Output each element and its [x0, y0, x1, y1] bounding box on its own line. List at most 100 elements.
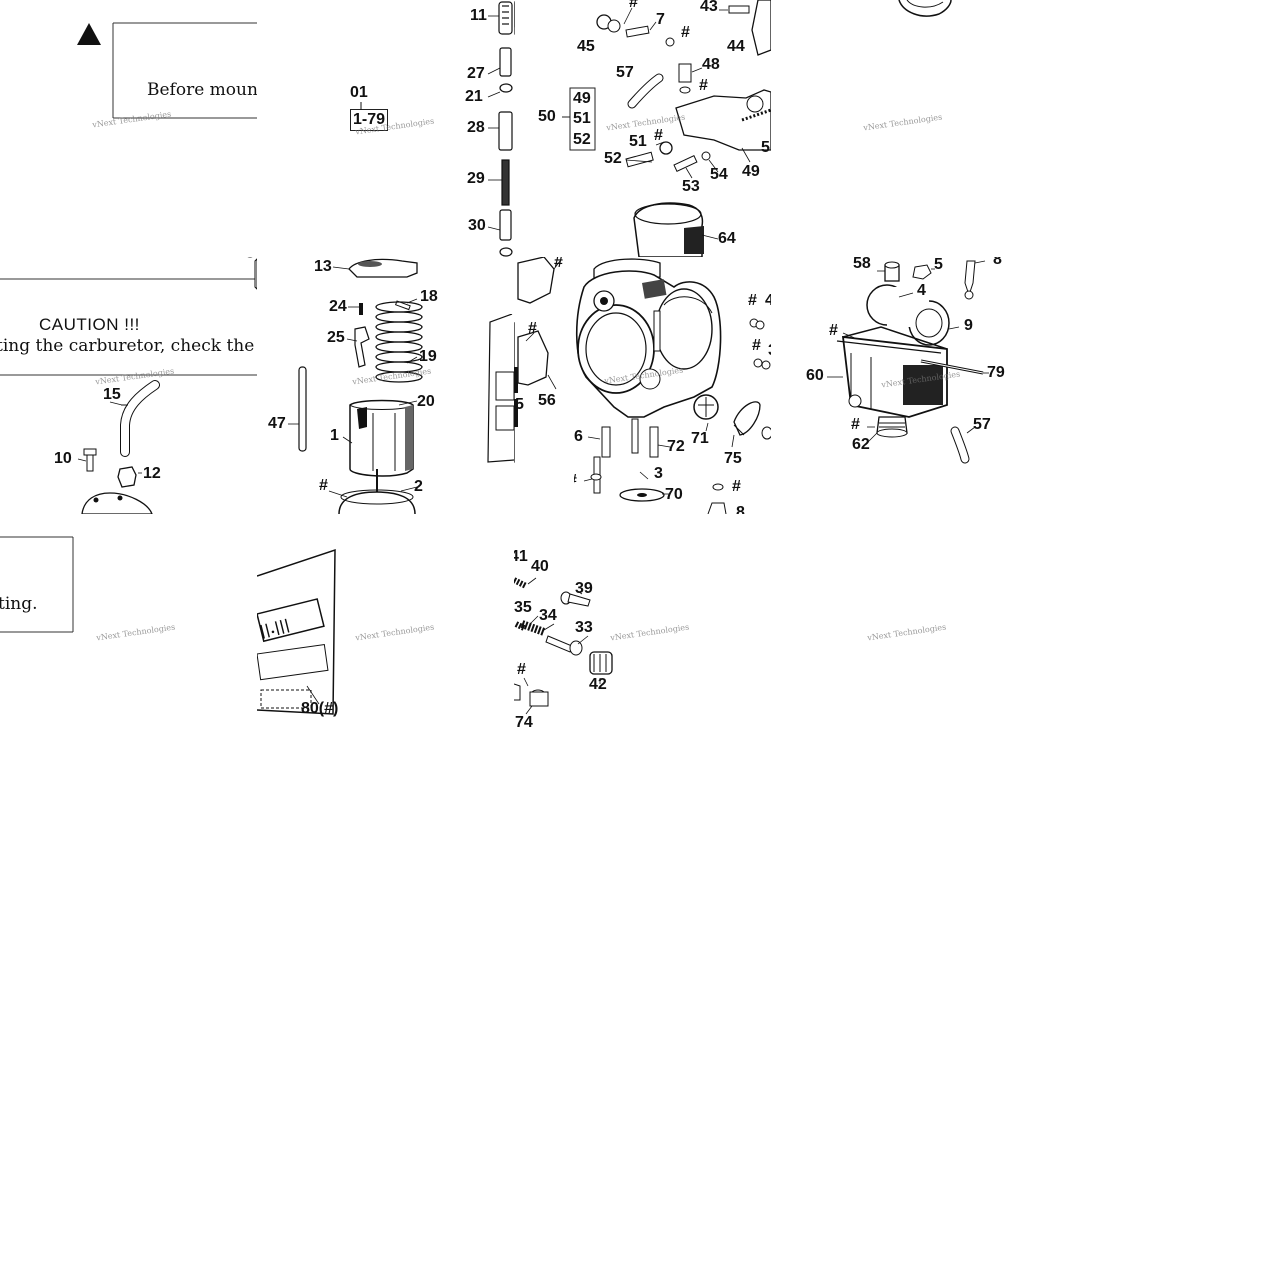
label-hash: #	[851, 416, 860, 433]
label-8: 8	[993, 257, 1002, 268]
caution-text-line3: ting.	[0, 594, 38, 614]
label-28: 28	[467, 119, 485, 136]
label-41: 41	[514, 548, 528, 565]
label-10: 10	[54, 450, 72, 467]
label-3b: 3	[654, 465, 663, 482]
group-label: 50	[538, 108, 556, 125]
label-hash: #	[517, 661, 526, 678]
caution-title: CAUTION !!!	[39, 315, 140, 334]
caution-text-line2: ting the carburetor, check the jett	[0, 336, 257, 356]
tile-float-bowl: 58 5 8 4 9 # 60 79 # 57 62 vNext Technol…	[771, 257, 1028, 514]
label-25: 25	[327, 329, 345, 346]
label-27: 27	[467, 65, 485, 82]
label-39: 39	[575, 580, 593, 597]
tile-caution-mid: CAUTION !!! ting the carburetor, check t…	[0, 257, 257, 514]
label-6: 6	[574, 428, 583, 445]
kit-range-box: 1-79	[350, 109, 389, 131]
label-57: 57	[973, 416, 991, 433]
label: #	[629, 0, 638, 11]
label-3: 3	[768, 343, 771, 359]
label: 5	[761, 139, 770, 156]
label-47: 47	[268, 415, 286, 432]
label-70: 70	[665, 486, 683, 503]
group-item: 51	[573, 110, 591, 127]
tile-caution-top: Before mount vNext Technologies	[0, 0, 257, 257]
kit-number: 01	[350, 84, 368, 101]
label-5: 5	[515, 396, 524, 413]
label-9: 9	[964, 317, 973, 334]
label-hash: #	[554, 257, 563, 271]
label-40: 40	[531, 558, 549, 575]
label-24: 24	[329, 298, 347, 315]
tile-body-left: # # 56 5	[514, 257, 574, 514]
label-18: 18	[420, 288, 438, 305]
label-hash: #	[752, 337, 761, 354]
label: 48	[702, 56, 720, 73]
label-19: 19	[419, 348, 437, 365]
label-13: 13	[314, 258, 332, 275]
caution-box-outline	[77, 22, 257, 119]
label: 45	[577, 38, 595, 55]
label: #	[654, 127, 663, 144]
label-5: 5	[934, 257, 943, 273]
label: 7	[656, 11, 665, 28]
label: 54	[710, 166, 728, 183]
plate-text: ||.|||	[258, 617, 291, 640]
label: #	[699, 77, 708, 94]
label-35: 35	[514, 599, 532, 616]
tile-slide-spring: 13 24 18 25 19 20 1 47 # 2 vNext Technol…	[257, 257, 514, 514]
label-hash: #	[574, 473, 577, 489]
label-4: 4	[765, 292, 771, 309]
label-12: 12	[143, 465, 161, 482]
label: 64	[718, 230, 736, 247]
tile-body-left-panel	[486, 314, 514, 464]
tile-empty: vNext Technologies	[771, 514, 1028, 771]
jet-parts-drawing	[514, 0, 771, 257]
label-hash: #	[829, 322, 838, 339]
label-72: 72	[667, 438, 685, 455]
label-80: 80(#)	[301, 700, 339, 717]
group-item: 49	[573, 90, 591, 107]
label: 49	[742, 163, 760, 180]
label-33: 33	[575, 619, 593, 636]
label-60: 60	[806, 367, 824, 384]
watermark: vNext Technologies	[866, 622, 947, 643]
label-21: 21	[465, 88, 483, 105]
tile-top-right: vNext Technologies	[771, 0, 1028, 257]
label-hash: #	[732, 478, 741, 495]
label-71: 71	[691, 430, 709, 447]
label: 51	[629, 133, 647, 150]
label-30: 30	[468, 217, 486, 234]
label-hash: #	[748, 292, 757, 309]
group-item: 52	[573, 131, 591, 148]
label-74: 74	[515, 714, 533, 731]
label-29: 29	[467, 170, 485, 187]
label-hash: #	[319, 477, 328, 494]
label-75: 75	[724, 450, 742, 467]
label: 43	[700, 0, 718, 15]
label-62: 62	[852, 436, 870, 453]
label: 53	[682, 178, 700, 195]
tile-idle-screws: 41 40 39 35 34 33 # 42 74 vNext Technolo…	[514, 514, 771, 771]
label-56: 56	[538, 392, 556, 409]
label-34: 34	[539, 607, 557, 624]
label-58: 58	[853, 257, 871, 272]
tile-main-body: # 4 # 3 6 72 71 75 3 70 # # 8 vNext Tech…	[574, 257, 771, 514]
label: 52	[604, 150, 622, 167]
label-42: 42	[589, 676, 607, 693]
label-15: 15	[103, 386, 121, 403]
label: 57	[616, 64, 634, 81]
tile-jet-column: 11 27 21 28 29 30 49 51 52 50 45 7 # 43 …	[514, 0, 771, 257]
label-8: 8	[736, 504, 745, 515]
label-20: 20	[417, 393, 435, 410]
label-hash: #	[528, 320, 537, 337]
label-2: 2	[414, 478, 423, 495]
label-1: 1	[330, 427, 339, 444]
label-11: 11	[470, 7, 487, 24]
label: 44	[727, 38, 745, 55]
tile-label-plate: ||.||| 80(#) vNext Technologies	[257, 514, 514, 771]
label: #	[681, 24, 690, 41]
tile-jet-column-left: 11 27 21 28 29 30	[460, 0, 514, 257]
tile-kit-label: 01 1-79 vNext Technologies	[257, 0, 514, 257]
label-4: 4	[917, 282, 926, 299]
